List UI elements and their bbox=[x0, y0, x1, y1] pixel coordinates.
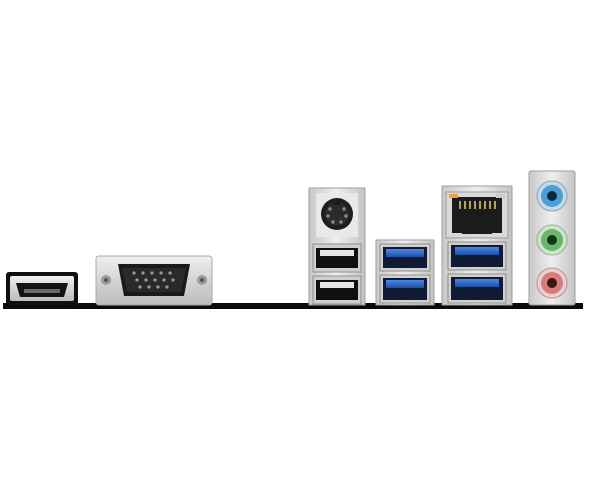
usb2-port-top bbox=[312, 243, 362, 273]
ps2-usb-stack bbox=[308, 187, 366, 306]
usb2-port-bottom bbox=[312, 275, 362, 305]
usb3-stack-left bbox=[375, 239, 435, 306]
ps2-port bbox=[316, 193, 358, 237]
audio-stack bbox=[528, 170, 576, 306]
hdmi-port bbox=[6, 272, 78, 305]
usb3-port-2 bbox=[379, 274, 431, 304]
usb3-port-1 bbox=[379, 243, 431, 272]
motherboard-edge bbox=[3, 303, 583, 309]
audio-jack-line-out bbox=[536, 224, 568, 256]
usb3-port-3 bbox=[447, 241, 507, 271]
lan-usb3-stack bbox=[441, 185, 513, 306]
audio-jack-mic bbox=[536, 267, 568, 299]
audio-jack-line-in bbox=[536, 180, 568, 212]
vga-port bbox=[95, 255, 213, 306]
usb3-port-4 bbox=[447, 273, 507, 304]
rj45-port bbox=[445, 191, 509, 239]
